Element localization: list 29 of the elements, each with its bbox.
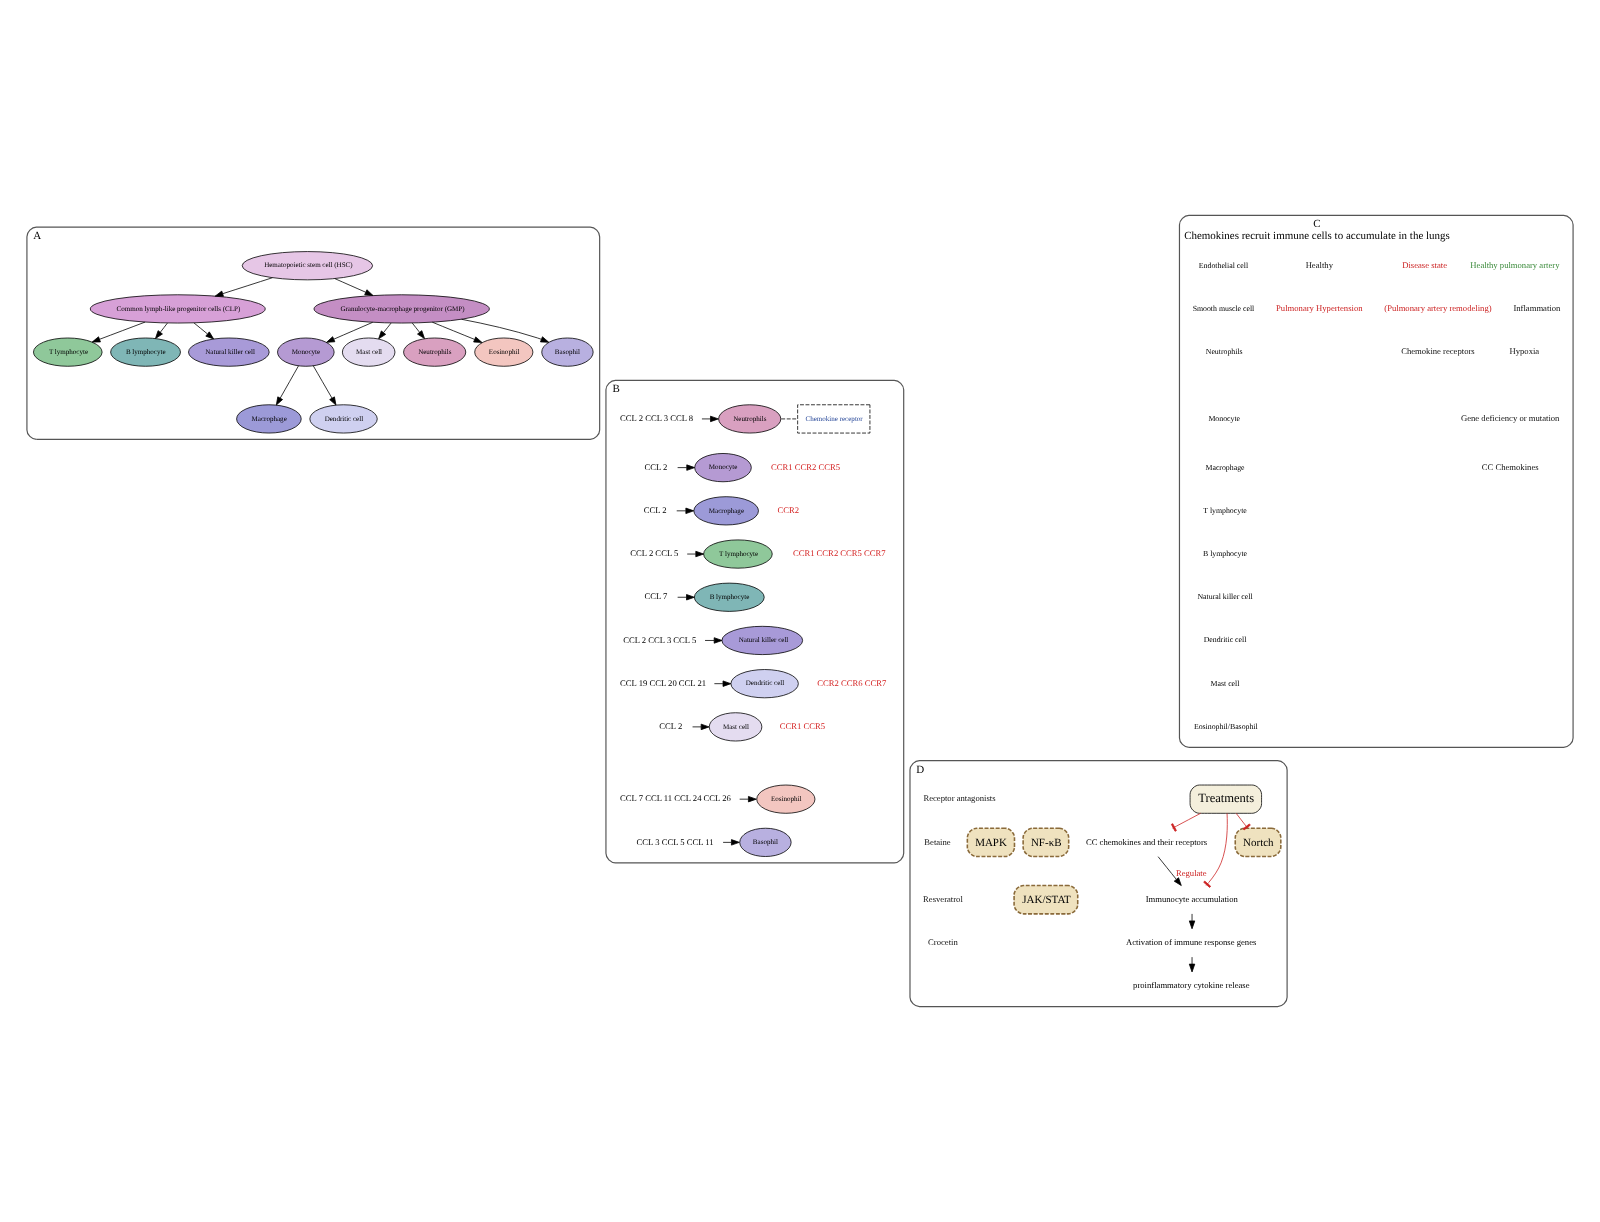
arrow xyxy=(1157,856,1182,886)
arrow xyxy=(704,637,723,644)
arrow xyxy=(312,365,337,406)
arrow xyxy=(713,680,732,687)
arrow xyxy=(739,796,757,803)
arrow xyxy=(275,365,299,406)
arrow xyxy=(677,464,696,471)
connector xyxy=(1235,812,1251,831)
arrow xyxy=(334,278,374,296)
arrow xyxy=(193,322,215,340)
connector xyxy=(1203,813,1228,888)
arrow xyxy=(692,723,710,731)
arrow xyxy=(91,321,146,343)
arrow xyxy=(722,839,740,846)
arrow xyxy=(701,415,719,423)
arrow xyxy=(1188,956,1196,973)
arrow xyxy=(214,277,273,297)
arrow xyxy=(677,594,695,601)
connector xyxy=(780,418,798,420)
arrow xyxy=(411,322,425,339)
arrow xyxy=(676,507,695,514)
arrow xyxy=(326,321,374,343)
arrow xyxy=(686,550,705,558)
arrow xyxy=(1188,913,1196,930)
arrow xyxy=(155,322,168,339)
arrow xyxy=(431,321,483,343)
arrow xyxy=(378,322,392,340)
connector xyxy=(1170,812,1201,832)
arrow xyxy=(461,318,550,343)
